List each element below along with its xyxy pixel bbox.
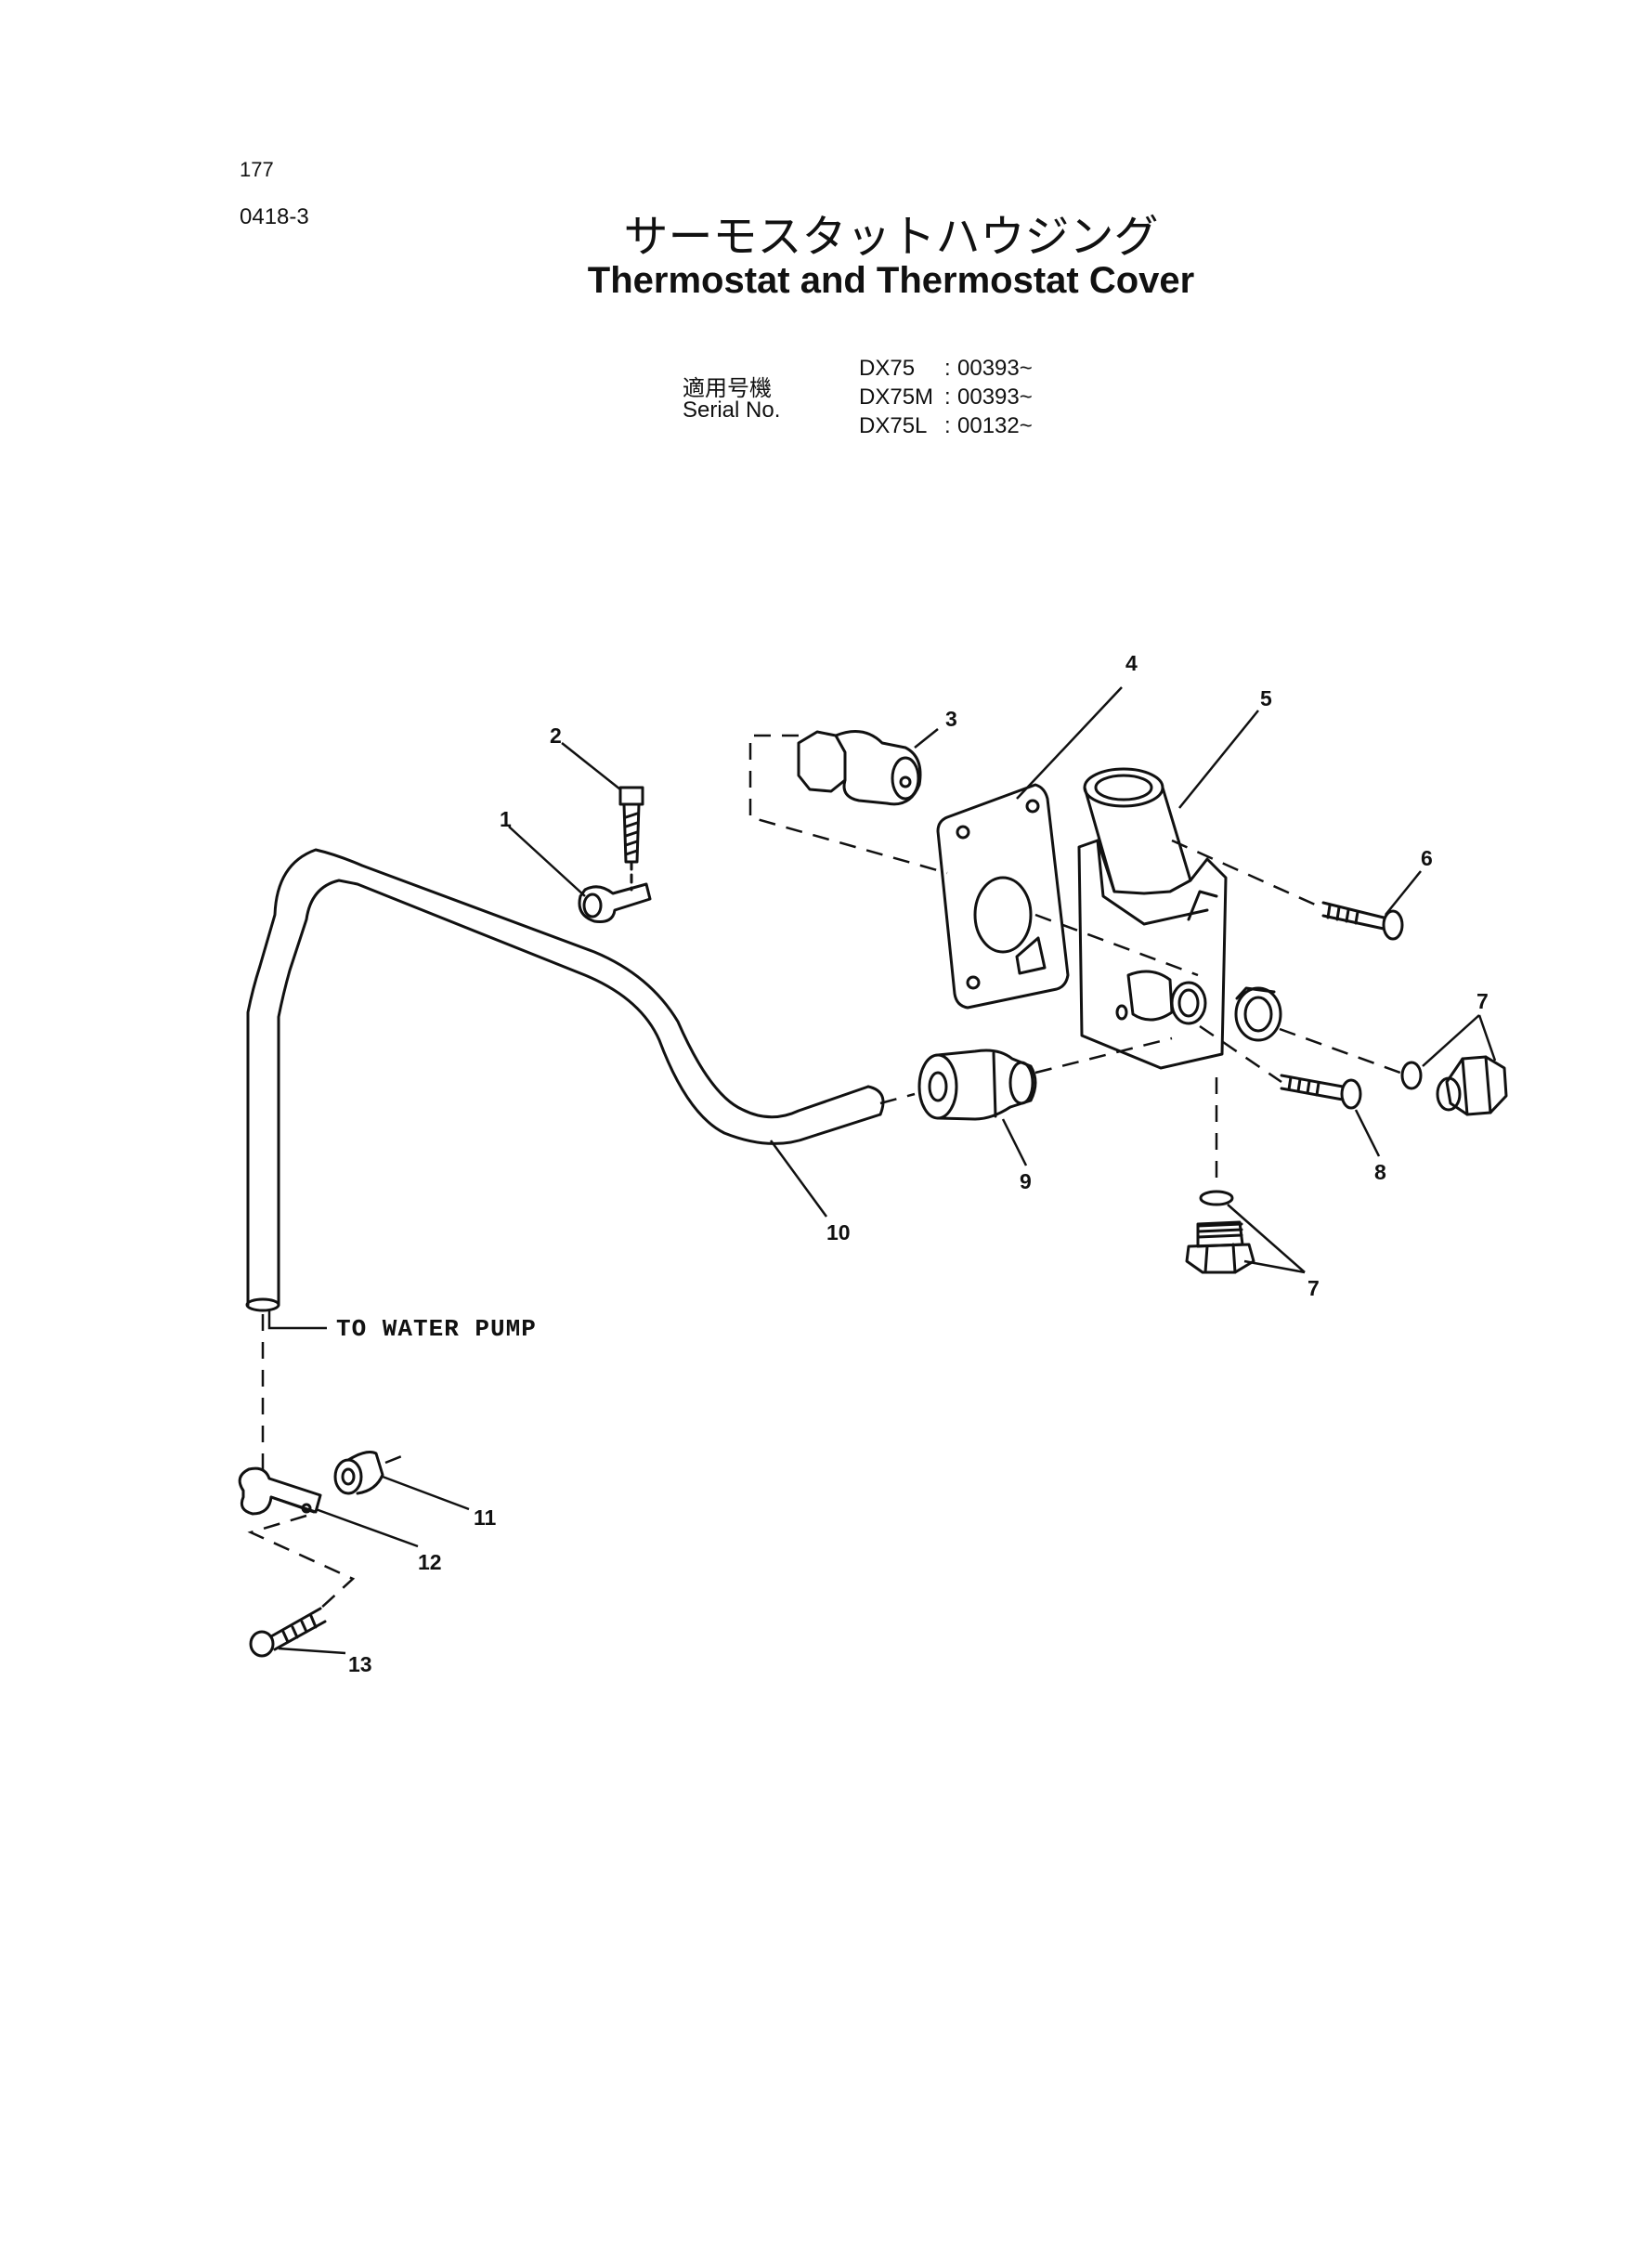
serial-model: DX75 [859,356,916,381]
housing-bolt-6 [1321,901,1404,941]
serial-model: DX75M [859,384,934,410]
callout-5: 5 [1260,686,1272,710]
temperature-sensor [797,730,922,806]
thermostat [917,1049,1037,1121]
serial-row: DX75M:00393~ [859,384,1033,410]
drain-plug-right [1400,1055,1508,1116]
hose-clip [578,882,652,923]
callout-8: 8 [1374,1160,1386,1184]
hose-clamp [238,1466,322,1516]
serial-number: 00393~ [957,356,1033,381]
serial-number: 00132~ [957,413,1033,438]
serial-label-english: Serial No. [683,397,781,423]
to-water-pump-label: TO WATER PUMP [336,1315,537,1343]
clip-bolt [618,786,644,892]
callout-4: 4 [1125,651,1138,675]
callout-1: 1 [500,807,512,831]
callout-6: 6 [1421,846,1433,870]
serial-separator: : [944,413,951,438]
page-number: 177 [240,158,274,181]
serial-number: 00393~ [957,384,1033,410]
callout-12: 12 [418,1550,442,1574]
callout-11: 11 [474,1505,497,1530]
serial-model: DX75L [859,413,928,438]
callout-2: 2 [550,723,562,748]
callout-10: 10 [826,1220,851,1244]
drain-plug-lower [1185,1190,1255,1274]
thermostat-gasket [936,783,1070,1010]
serial-row: DX75:00393~ [859,356,1033,382]
callout-3: 3 [945,707,957,731]
title-english: Thermostat and Thermostat Cover [587,260,1195,301]
serial-separator: : [944,384,951,410]
callout-13: 13 [348,1652,372,1676]
title-japanese: サーモスタットハウジング [623,211,1159,263]
clamp-bolt [249,1607,327,1658]
callout-7-lower: 7 [1307,1276,1320,1300]
serial-row: DX75L:00132~ [859,413,1033,439]
clamp-spacer [333,1451,384,1495]
housing-bolt-8 [1280,1074,1362,1110]
thermostat-housing [1077,767,1282,1070]
callout-7-right: 7 [1476,989,1489,1013]
serial-separator: : [944,356,951,381]
callout-9: 9 [1020,1169,1032,1193]
serial-label-japanese: 適用号機 [683,375,772,401]
water-hose [245,848,885,1312]
doc-code: 0418-3 [240,204,309,229]
